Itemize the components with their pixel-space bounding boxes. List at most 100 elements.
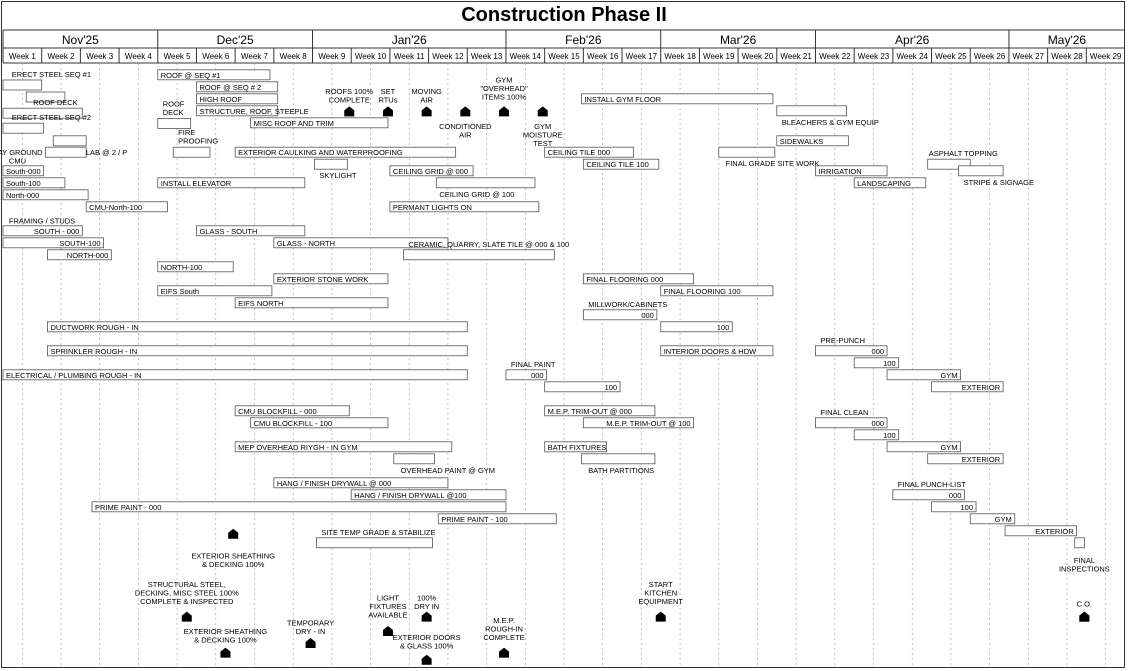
- task-label: GYM: [995, 515, 1012, 524]
- task-label: MEP OVERHEAD RIYGH - IN GYM: [238, 443, 357, 452]
- task-bar: [2, 122, 45, 134]
- week-label: Week 24: [896, 52, 928, 61]
- task-bar: [157, 261, 234, 273]
- milestone-label: EXTERIOR DOORS: [393, 633, 461, 642]
- task-bar: [544, 381, 621, 393]
- week-label: Week 28: [1051, 52, 1083, 61]
- milestone-marker: [1079, 611, 1090, 622]
- milestone-marker: [421, 106, 432, 117]
- task-label: INSTALL GYM FLOOR: [584, 95, 661, 104]
- task-label: 000: [641, 311, 654, 320]
- month-label: Dec'25: [217, 33, 254, 47]
- week-label: Week 26: [974, 52, 1006, 61]
- week-label: Week 13: [471, 52, 503, 61]
- task-label: SITE TEMP GRADE & STABILIZE: [321, 528, 435, 537]
- task-bar: [582, 158, 660, 170]
- task-label: FINAL PAINT: [511, 360, 556, 369]
- task-bar: [234, 297, 389, 309]
- week-label: Week 9: [318, 52, 346, 61]
- milestone-label: COMPLETE: [483, 633, 524, 642]
- task-label: 100: [883, 431, 896, 440]
- task-label: 000: [531, 371, 544, 380]
- task-label: EXTERIOR: [1035, 527, 1074, 536]
- task-label: DECK: [163, 108, 184, 117]
- milestone-label: C.O.: [1077, 599, 1092, 608]
- month-label: May'26: [1048, 33, 1087, 47]
- task-bar: [393, 453, 435, 465]
- task-label: CERAMIC, QUARRY, SLATE TILE @ 000 & 100: [408, 240, 569, 249]
- week-label: Week 11: [394, 52, 425, 61]
- task-label: ASPHALT TOPPING: [929, 149, 998, 158]
- week-label: Week 27: [1013, 52, 1045, 61]
- task-bar: [958, 165, 1004, 177]
- week-label: Week 15: [548, 52, 580, 61]
- milestone-label: GYM: [534, 122, 551, 131]
- task-label: SPRINKLER ROUGH - IN: [50, 347, 137, 356]
- task-bar: [660, 345, 774, 357]
- milestone-label: 100%: [417, 593, 437, 602]
- week-label: Week 29: [1090, 52, 1122, 61]
- task-bar: [581, 93, 774, 105]
- task-bar: [273, 477, 449, 489]
- milestone-label: ROOFS 100%: [325, 87, 373, 96]
- milestone-label: DRY - IN: [296, 627, 326, 636]
- task-label: FINAL GRADE SITE WORK: [726, 159, 820, 168]
- task-label: CEILING TILE 100: [586, 160, 648, 169]
- task-bar: [582, 309, 658, 321]
- task-label: FINAL FLOORING 000: [586, 275, 663, 284]
- task-label: GYM: [940, 371, 957, 380]
- task-bar: [196, 93, 279, 105]
- milestone-label: KITCHEN: [644, 589, 677, 598]
- task-bar: [85, 201, 168, 213]
- milestone-marker: [537, 106, 548, 117]
- task-bar: [250, 117, 389, 129]
- week-label: Week 10: [355, 52, 387, 61]
- chart-title: Construction Phase II: [461, 4, 667, 26]
- milestone-label: CONDITIONED: [439, 122, 492, 131]
- milestone-label: EXTERIOR SHEATHING: [184, 627, 268, 636]
- milestone-marker: [655, 611, 666, 622]
- milestone-label: DRY IN: [414, 602, 439, 611]
- task-bar: [314, 158, 348, 170]
- week-label: Week 16: [587, 52, 619, 61]
- task-label: SOUTH - 000: [34, 227, 79, 236]
- task-bar: [931, 501, 977, 513]
- task-label: 000: [872, 419, 885, 428]
- task-label: EXTERIOR STONE WORK: [277, 275, 369, 284]
- milestone-marker: [382, 626, 393, 636]
- task-bar: [389, 201, 540, 213]
- task-label: ELECTRICAL / PLUMBING ROUGH - IN: [6, 371, 142, 380]
- task-bar: [927, 158, 971, 170]
- task-label: FINAL CLEAN: [820, 408, 868, 417]
- task-label: South-000: [6, 167, 41, 176]
- task-bar: [886, 369, 961, 381]
- task-bar: [196, 225, 306, 237]
- task-label: PRE-PUNCH: [820, 336, 865, 345]
- task-bar: [273, 273, 389, 285]
- task-bar: [196, 105, 279, 117]
- task-label: STRIPE & SIGNAGE: [964, 178, 1034, 187]
- task-label: M.E.P. TRIM-OUT @ 000: [548, 407, 632, 416]
- week-label: Week 2: [48, 52, 76, 61]
- milestone-marker: [421, 654, 432, 665]
- task-label: CEILING TILE 000: [548, 148, 610, 157]
- task-bar: [91, 501, 507, 513]
- milestone-label: EXTERIOR SHEATHING: [191, 551, 275, 560]
- week-label: Week 5: [164, 52, 192, 61]
- milestone-label: MOISTURE: [523, 130, 563, 139]
- milestone-marker: [305, 638, 316, 648]
- task-label: EXTERIOR: [962, 455, 1001, 464]
- task-bar: [52, 135, 87, 147]
- milestone-label: & DECKING 100%: [202, 560, 265, 569]
- milestone-label: COMPLETE: [329, 96, 370, 105]
- task-bar: [582, 273, 695, 285]
- task-bar: [931, 381, 1004, 393]
- week-label: Week 25: [935, 52, 967, 61]
- task-bar: [403, 249, 555, 261]
- task-bar: [196, 81, 279, 93]
- task-bar: [315, 537, 433, 549]
- week-label: Week 22: [819, 52, 851, 61]
- task-bar: [2, 189, 89, 201]
- milestone-label: INSPECTIONS: [1059, 565, 1110, 574]
